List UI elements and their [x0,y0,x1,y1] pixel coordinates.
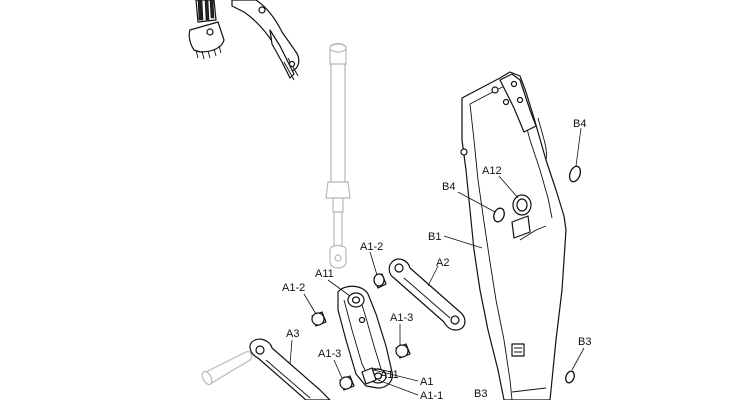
bushing-a1-2-left [311,311,327,327]
label-a3: A3 [286,328,299,340]
label-b3-bottom: B3 [474,388,487,400]
arm-overview-thumbnail [188,0,300,81]
label-a1-3-left: A1-3 [318,348,341,360]
label-a1-2-left: A1-2 [282,282,305,294]
leader-lines [289,127,585,396]
link-a2 [388,258,466,331]
label-a1-3-right: A1-3 [390,312,413,324]
link-a1 [337,285,393,389]
link-a3 [249,338,331,400]
label-a1: A1 [420,376,433,388]
label-a2: A2 [436,257,449,269]
hydraulic-cylinder [325,42,351,269]
pin-shaft [201,351,253,386]
label-b4-mid: B4 [442,181,455,193]
bushing-a1-2-top [373,273,387,289]
o-ring-b4-top [568,165,582,183]
o-ring-b4-mid [493,207,505,223]
arm-b1 [460,71,567,400]
bushing-a1-3-right [395,343,411,359]
label-a1-1: A1-1 [420,390,443,400]
label-a11-top: A11 [315,268,334,280]
part-labels: B4 A12 B4 B1 A1-2 A2 A11 A1-2 A1-3 A3 A1… [282,118,591,400]
label-a11-bottom: A11 [380,369,399,381]
bushing-a1-3-left [339,375,355,391]
label-a12: A12 [482,165,502,177]
o-ring-b3-right [565,370,575,384]
label-b3-right: B3 [578,336,591,348]
label-b4-top: B4 [573,118,586,130]
label-a1-2-top: A1-2 [360,241,383,253]
label-b1: B1 [428,231,441,243]
